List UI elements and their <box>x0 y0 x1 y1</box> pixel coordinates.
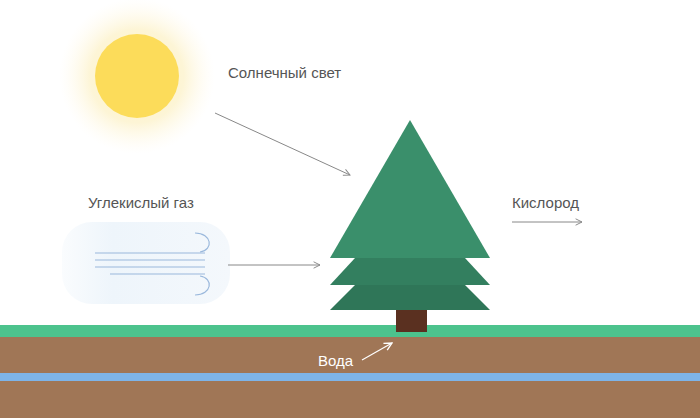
groundwater <box>0 373 700 381</box>
co2-label: Углекислый газ <box>88 194 194 212</box>
soil <box>0 337 700 418</box>
water-label: Вода <box>318 352 353 370</box>
tree <box>330 120 490 332</box>
sun <box>95 34 179 118</box>
wind-symbol <box>62 222 230 304</box>
grass <box>0 325 700 337</box>
sunlight-label: Солнечный свет <box>228 64 341 82</box>
sun-glow <box>59 0 215 154</box>
leader-line <box>228 265 320 266</box>
oxygen-label: Кислород <box>512 194 579 212</box>
leader-line <box>512 222 582 223</box>
leader-line <box>362 343 392 360</box>
leader-line <box>215 113 350 175</box>
